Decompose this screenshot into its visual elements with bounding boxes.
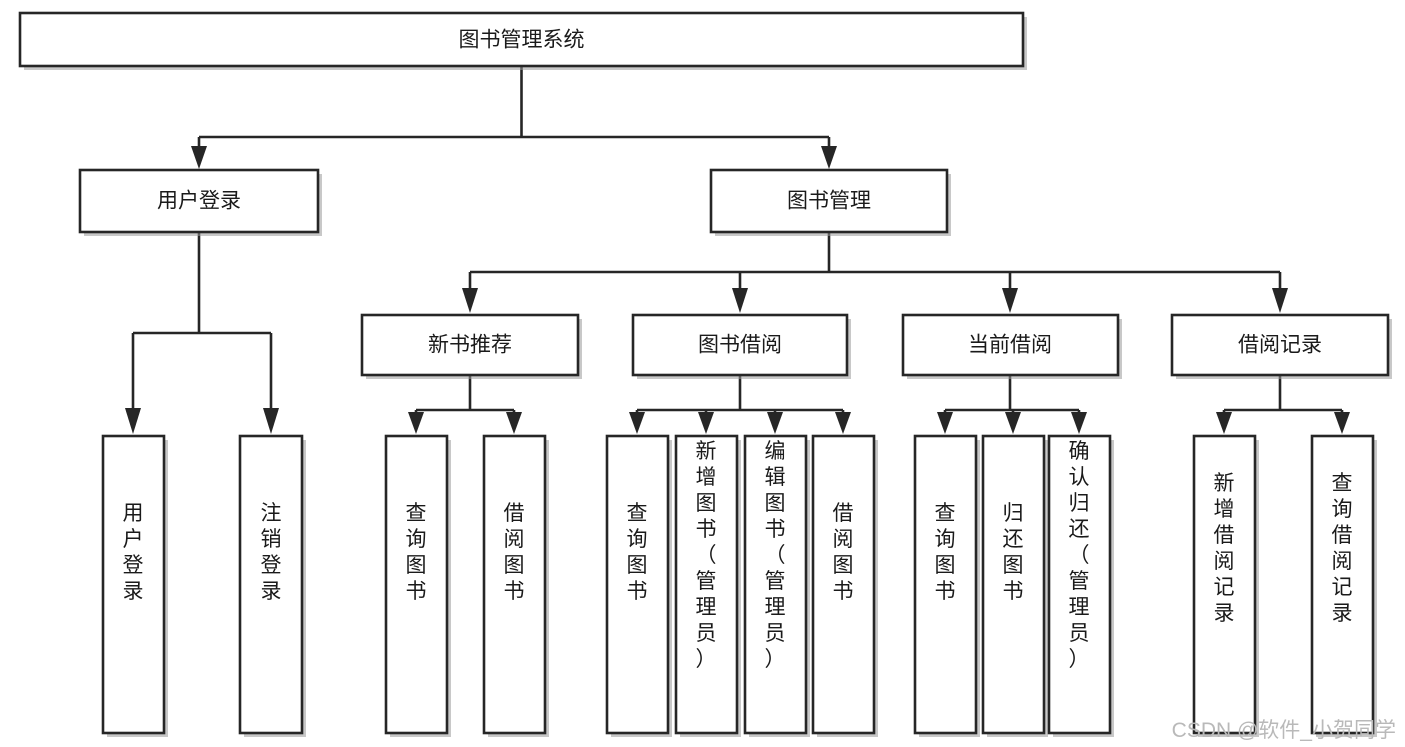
node-current-borrow[interactable]: 当前借阅 [901,313,1122,379]
connector-root-to-level2 [191,66,837,169]
node-book-manage-label: 图书管理 [787,190,871,213]
arrow-head-leaf-query-book-borrow [629,412,645,434]
node-book-borrow-label: 图书借阅 [698,334,782,357]
leaf-logout-label: 注销登录 [261,502,282,603]
leaf-query-book-rec-box [384,434,449,735]
node-user-login-label: 用户登录 [157,190,241,213]
arrow-head-leaf-borrow-book-rec [506,412,522,434]
arrow-head-new-book-recommend [462,288,478,313]
arrow-head-borrow-record [1272,288,1288,313]
leaf-add-book-label: 新增图书（管理员） [696,440,717,671]
node-borrow-record[interactable]: 借阅记录 [1170,313,1392,379]
csdn-watermark: CSDN @软件_小贺同学 [1172,719,1396,742]
arrow-head-current-borrow [1002,288,1018,313]
leaf-confirm-return[interactable]: 确认归还（管理员） [1047,434,1114,737]
leaf-add-book-box [674,434,739,735]
arrow-head-leaf-borrow-book [835,412,851,434]
arrow-head-leaf-logout [263,408,279,434]
connector-layer [125,66,1350,434]
leaf-return-book-label: 归还图书 [1003,502,1024,603]
leaf-edit-book-box [743,434,808,735]
node-root[interactable]: 图书管理系统 [18,11,1027,70]
node-book-borrow[interactable]: 图书借阅 [631,313,851,379]
leaf-return-book-box [981,434,1046,735]
arrow-head-leaf-user-login [125,408,141,434]
leaf-add-book[interactable]: 新增图书（管理员） [674,434,741,737]
node-user-login-box [78,168,320,234]
connector-user-login-to-leaves [125,232,279,434]
connector-borrow-record-to-leaves [1216,375,1350,434]
node-user-login[interactable]: 用户登录 [78,168,322,236]
leaf-add-record-box [1192,434,1257,735]
leaf-logout-box [238,434,304,735]
leaf-query-book-cur[interactable]: 查询图书 [913,434,980,737]
arrow-head-leaf-add-book [698,412,714,434]
arrow-head-leaf-add-record [1216,412,1232,434]
leaf-borrow-book-rec[interactable]: 借阅图书 [482,434,549,737]
leaf-query-book-rec-label: 查询图书 [406,502,427,603]
connector-book-borrow-to-leaves [629,375,851,434]
leaf-query-book-borrow-box [605,434,670,735]
arrow-head-book-borrow [732,288,748,313]
leaf-query-record-label: 查询借阅记录 [1332,472,1353,625]
leaf-borrow-book-rec-label: 借阅图书 [504,502,525,603]
leaf-query-book-cur-label: 查询图书 [935,502,956,603]
leaf-add-record[interactable]: 新增借阅记录 [1192,434,1259,737]
leaf-query-book-cur-box [913,434,978,735]
leaf-query-record-box [1310,434,1375,735]
connector-new-book-recommend-to-leaves [408,375,522,434]
leaf-borrow-book-box [811,434,876,735]
leaf-query-book-rec[interactable]: 查询图书 [384,434,451,737]
leaf-add-record-label: 新增借阅记录 [1214,472,1235,625]
arrow-head-leaf-edit-book [767,412,783,434]
node-book-manage-box [709,168,949,234]
node-borrow-record-box [1170,313,1390,377]
arrow-head-leaf-confirm-return [1071,412,1087,434]
leaf-query-record[interactable]: 查询借阅记录 [1310,434,1377,737]
leaf-borrow-book-rec-box [482,434,547,735]
arrow-head-leaf-query-book-rec [408,412,424,434]
leaf-borrow-book-label: 借阅图书 [833,502,854,603]
arrow-head-leaf-return-book [1005,412,1021,434]
leaf-logout[interactable]: 注销登录 [238,434,306,737]
node-new-book-recommend[interactable]: 新书推荐 [360,313,582,379]
leaf-borrow-book[interactable]: 借阅图书 [811,434,878,737]
arrow-head-user-login [191,146,207,169]
node-root-box [18,11,1025,68]
node-book-borrow-box [631,313,849,377]
node-current-borrow-label: 当前借阅 [968,334,1052,357]
node-borrow-record-label: 借阅记录 [1238,334,1322,357]
connector-book-manage-to-level3 [462,232,1288,313]
leaf-query-book-borrow[interactable]: 查询图书 [605,434,672,737]
leaf-user-login-box [101,434,166,735]
node-book-manage[interactable]: 图书管理 [709,168,951,236]
arrow-head-leaf-query-record [1334,412,1350,434]
node-new-book-recommend-label: 新书推荐 [428,334,512,357]
leaf-confirm-return-label: 确认归还（管理员） [1069,440,1090,671]
leaf-user-login[interactable]: 用户登录 [101,434,168,737]
node-current-borrow-box [901,313,1120,377]
node-root-label: 图书管理系统 [459,29,585,52]
node-new-book-recommend-box [360,313,580,377]
arrow-head-leaf-query-book-cur [937,412,953,434]
leaf-query-book-borrow-label: 查询图书 [627,502,648,603]
leaf-confirm-return-box [1047,434,1112,735]
leaf-user-login-label: 用户登录 [123,502,144,603]
leaf-edit-book[interactable]: 编辑图书（管理员） [743,434,810,737]
arrow-head-book-manage [821,146,837,169]
connector-current-borrow-to-leaves [937,375,1087,434]
leaf-return-book[interactable]: 归还图书 [981,434,1048,737]
leaf-edit-book-label: 编辑图书（管理员） [765,440,786,671]
